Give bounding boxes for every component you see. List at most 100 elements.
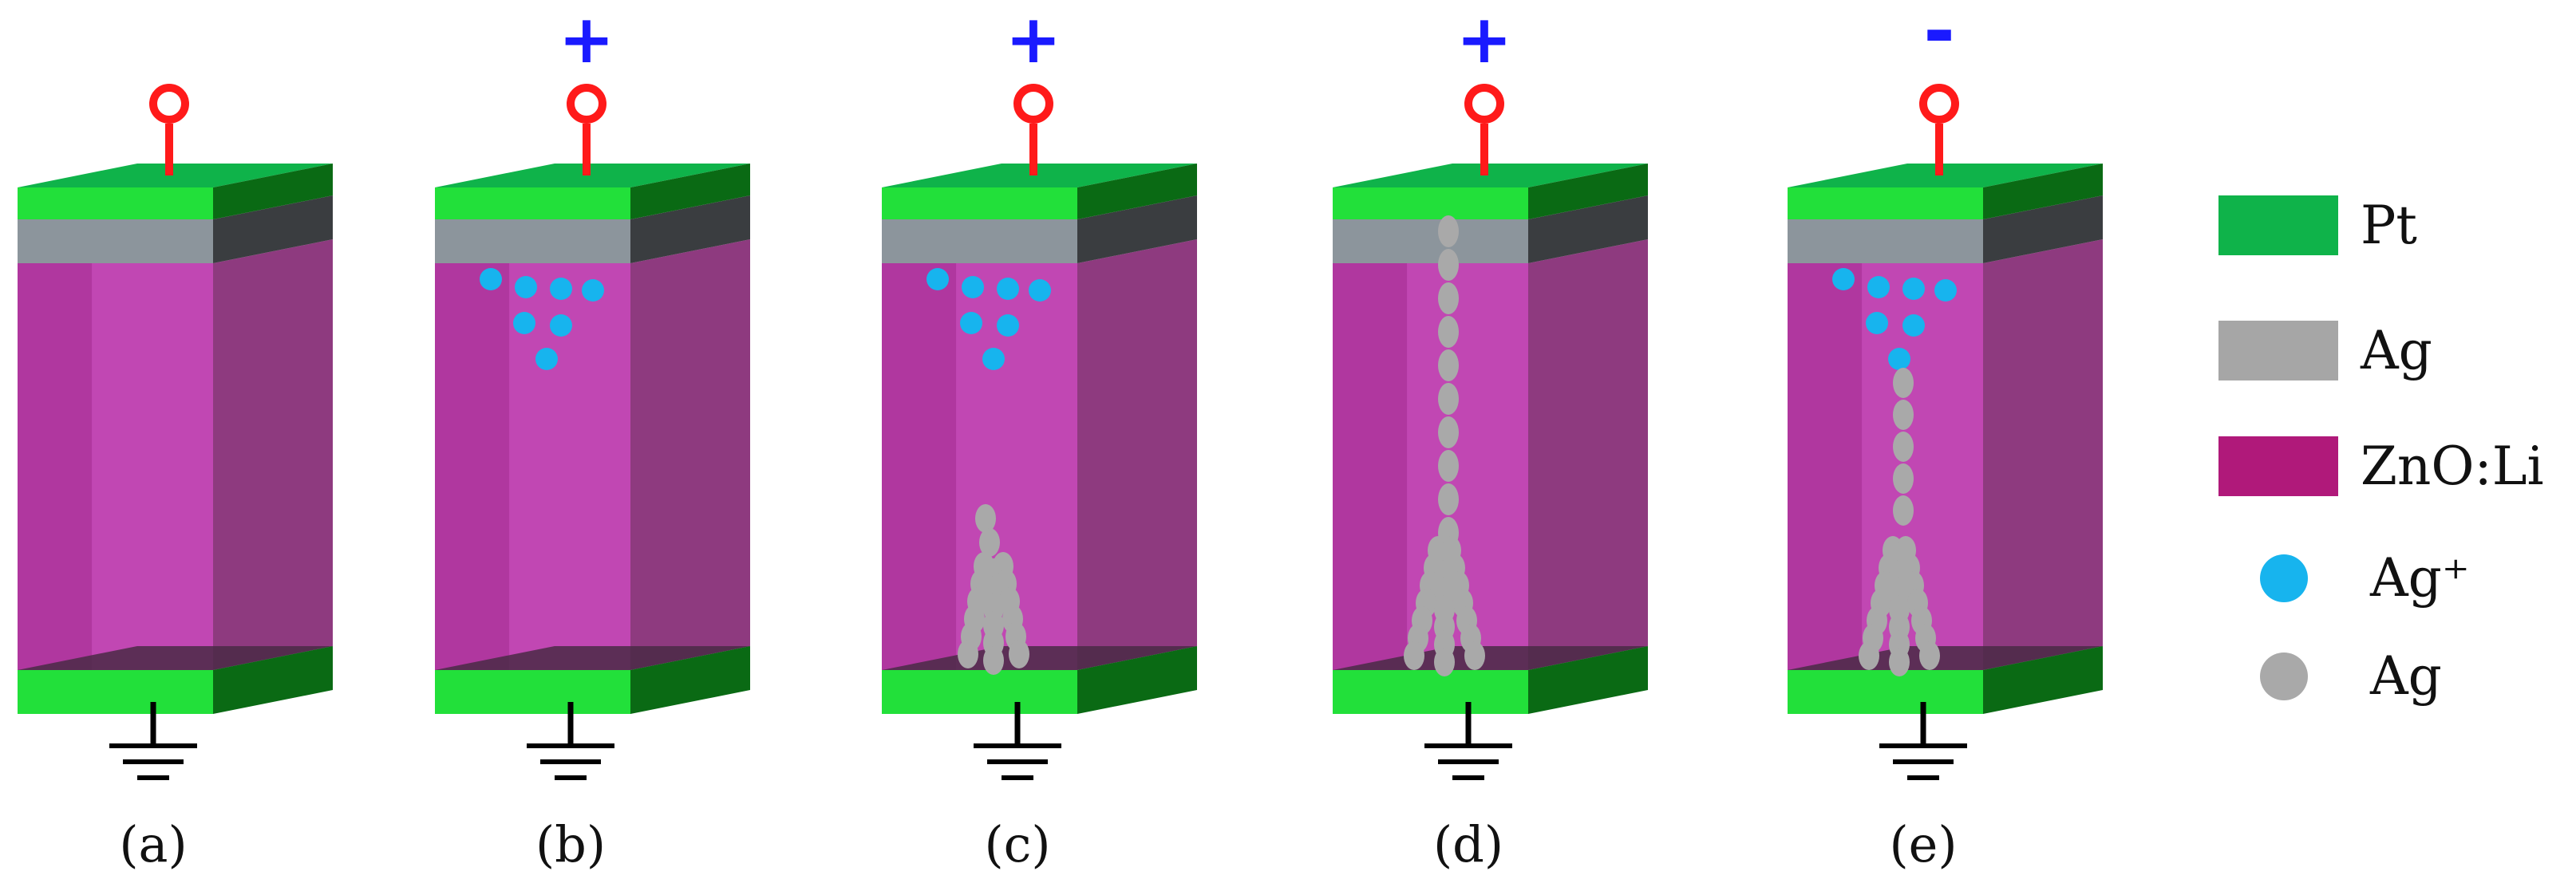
- polarity-sign: +: [559, 0, 614, 78]
- top-pt-top-face: [18, 164, 333, 187]
- ag-atom-dot: [1893, 463, 1914, 494]
- ag-ion-dot: [997, 314, 1019, 337]
- device-cell: +(b): [435, 0, 750, 873]
- ag-ion-dot: [582, 279, 604, 302]
- ag-ion-dot: [982, 348, 1005, 370]
- bottom-interior: [18, 646, 333, 670]
- zno-side-face: [1077, 239, 1197, 670]
- ag-atom-dot: [1919, 641, 1940, 670]
- ag-ion-dot: [1902, 314, 1925, 337]
- ag-atom-dot: [1434, 648, 1455, 676]
- legend-item: ZnO:Li: [2218, 436, 2544, 497]
- ag-ion-dot: [550, 278, 572, 300]
- ag-ion-dot: [513, 312, 535, 334]
- bottom-pt-front: [882, 670, 1077, 714]
- ag-ion-dot: [962, 276, 984, 298]
- ag-ion-dot: [550, 314, 572, 337]
- ag-layer-side: [1983, 195, 2103, 263]
- top-pt-top-face: [882, 164, 1197, 187]
- legend-label: Ag: [2369, 645, 2442, 707]
- top-pt-side: [630, 164, 750, 219]
- top-pt-side: [1983, 164, 2103, 219]
- zno-side-face: [1983, 239, 2103, 670]
- ag-ion-dot: [926, 268, 949, 290]
- ag-atom-dot: [1438, 282, 1459, 314]
- terminal-ring-icon: [567, 84, 606, 124]
- terminal-ring-icon: [1464, 84, 1504, 124]
- ag-ion-dot: [1832, 268, 1855, 290]
- ag-ion-dot: [1867, 276, 1890, 298]
- ag-atom-dot: [983, 646, 1004, 675]
- cell-label: (a): [119, 815, 187, 873]
- ag-layer-front: [882, 219, 1077, 263]
- ag-ion-dot: [1934, 279, 1957, 302]
- top-pt-side: [213, 164, 333, 219]
- top-pt-front: [1333, 187, 1528, 219]
- legend-swatch: [2218, 436, 2338, 496]
- ag-layer-front: [1788, 219, 1983, 263]
- ag-layer-front: [18, 219, 213, 263]
- top-pt-front: [882, 187, 1077, 219]
- ag-ion-dot: [997, 278, 1019, 300]
- cell-label: (c): [984, 815, 1050, 873]
- ag-layer-side: [213, 195, 333, 263]
- zno-side-face: [630, 239, 750, 670]
- legend-item: Ag: [2260, 645, 2442, 707]
- bottom-pt-side: [1528, 646, 1648, 714]
- ag-atom-dot: [1438, 483, 1459, 515]
- ag-ion-dot: [535, 348, 558, 370]
- bottom-pt-side: [630, 646, 750, 714]
- ag-atom-dot: [1438, 450, 1459, 482]
- ag-atom-dot: [1009, 640, 1029, 668]
- ag-atom-dot: [1438, 349, 1459, 381]
- polarity-sign: +: [1006, 0, 1061, 78]
- legend-label: Pt: [2361, 195, 2417, 256]
- ag-layer-side: [1077, 195, 1197, 263]
- ag-atom-dot: [1893, 495, 1914, 526]
- bottom-pt-front: [18, 670, 213, 714]
- ag-layer-front: [435, 219, 630, 263]
- cell-label: (e): [1889, 815, 1957, 873]
- device-cell: - (e): [1788, 0, 2103, 873]
- ag-atom-dot: [1464, 641, 1485, 670]
- legend-item: Pt: [2218, 195, 2417, 256]
- bottom-pt-side: [1983, 646, 2103, 714]
- legend-item: Ag⁺: [2260, 547, 2470, 609]
- legend-label: Ag: [2360, 320, 2432, 381]
- ag-layer-side: [630, 195, 750, 263]
- ag-atom-dot: [1893, 432, 1914, 462]
- legend-label: Ag⁺: [2369, 547, 2470, 609]
- bottom-pt-front: [1788, 670, 1983, 714]
- top-pt-front: [18, 187, 213, 219]
- ag-atom-dot: [1893, 368, 1914, 398]
- zno-side-face: [213, 239, 333, 670]
- ag-layer-front: [1333, 219, 1528, 263]
- ag-atom-dot: [1859, 641, 1879, 670]
- top-pt-front: [1788, 187, 1983, 219]
- ag-atom-dot: [1404, 641, 1424, 670]
- bottom-interior: [435, 646, 750, 670]
- top-pt-side: [1528, 164, 1648, 219]
- ag-atom-dot: [1438, 416, 1459, 448]
- bottom-pt-side: [213, 646, 333, 714]
- legend-item: Ag: [2218, 320, 2432, 381]
- zno-side-face: [1528, 239, 1648, 670]
- ag-atom-dot: [958, 640, 978, 668]
- ag-ion-dot: [1902, 278, 1925, 300]
- legend-label: ZnO:Li: [2361, 436, 2544, 497]
- ag-ion-dot: [480, 268, 502, 290]
- polarity-sign: +: [1456, 0, 1512, 78]
- top-pt-front: [435, 187, 630, 219]
- top-pt-top-face: [435, 164, 750, 187]
- terminal-ring-icon: [1013, 84, 1053, 124]
- device-cell: (a): [18, 84, 333, 873]
- legend-swatch: [2218, 195, 2338, 255]
- ag-ion-dot: [1888, 348, 1910, 370]
- ag-ion-dot: [1866, 312, 1888, 334]
- polarity-sign: -: [1923, 0, 1955, 76]
- ag-ion-dot: [515, 276, 537, 298]
- ag-atom-dot: [979, 528, 1000, 557]
- top-pt-top-face: [1333, 164, 1648, 187]
